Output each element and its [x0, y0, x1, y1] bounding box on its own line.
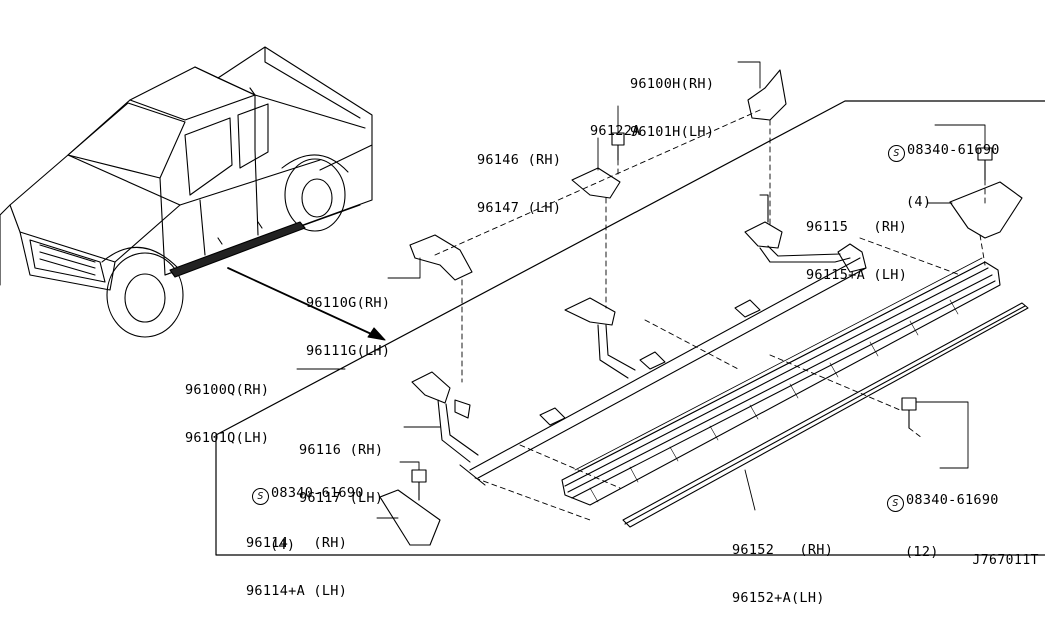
label-96114: 96114 (RH) 96114+A (LH)	[246, 503, 347, 615]
bracket-96146	[571, 167, 621, 199]
part-number-rh: 96100Q(RH)	[185, 382, 270, 398]
s-symbol-icon: S	[888, 145, 905, 162]
leader-lines	[296, 61, 986, 519]
part-number-rh: 96114 (RH)	[246, 535, 348, 551]
bracket-96110g	[409, 234, 473, 281]
label-96122a: 96122A	[590, 91, 641, 155]
bolt-top	[977, 147, 993, 181]
rear-bracket	[744, 194, 851, 263]
part-number: 08340-61690	[906, 492, 999, 508]
part-number-rh: 96116 (RH)	[299, 442, 384, 458]
s-symbol-icon: S	[887, 495, 904, 512]
label-96115: 96115 (RH) 96115+A (LH)	[806, 187, 907, 299]
bolt-right	[901, 397, 917, 429]
label-96110g: 96110G(RH) 96111G(LH)	[306, 263, 390, 375]
end-cap-96115	[949, 181, 1023, 239]
bolt-96122a	[611, 132, 625, 161]
label-96100h: 96100H(RH) 96101H(LH)	[630, 44, 714, 156]
step-board	[561, 257, 1001, 506]
part-number-rh: 96115 (RH)	[806, 219, 908, 235]
label-96100q: 96100Q(RH) 96101Q(LH)	[185, 350, 269, 462]
bracket-96100h	[747, 69, 787, 121]
quantity: (4)	[906, 194, 932, 210]
part-number-lh: 96147 (LH)	[477, 200, 562, 216]
label-96146: 96146 (RH) 96147 (LH)	[477, 120, 561, 232]
s-symbol-icon: S	[252, 488, 269, 505]
label-96152: 96152 (RH) 96152+A(LH)	[732, 510, 833, 622]
step-trim	[622, 302, 1029, 528]
part-number: 96122A	[590, 123, 641, 139]
quantity: (12)	[905, 544, 939, 560]
pointer-arrow	[227, 267, 386, 341]
label-96116: 96116 (RH) 96117 (LH)	[299, 410, 383, 522]
middle-bracket	[564, 297, 636, 379]
part-number-lh: 96114+A (LH)	[246, 583, 348, 599]
guide-lines	[418, 109, 986, 521]
assembly-frame	[215, 100, 1045, 556]
part-number-lh: 96101Q(LH)	[185, 430, 270, 446]
part-number: 08340-61690	[271, 485, 364, 501]
part-number: 08340-61690	[907, 142, 1000, 158]
part-number-lh: 96111G(LH)	[306, 343, 391, 359]
part-number-rh: 96110G(RH)	[306, 295, 391, 311]
parts-diagram	[0, 46, 1045, 556]
part-number-lh: 96152+A(LH)	[732, 590, 825, 606]
part-number-lh: 96101H(LH)	[630, 124, 715, 140]
end-cap-96114	[379, 489, 441, 546]
part-number-rh: 96100H(RH)	[630, 76, 715, 92]
mounting-rail	[459, 243, 867, 486]
part-number-rh: 96152 (RH)	[732, 542, 834, 558]
part-number-lh: 96115+A (LH)	[806, 267, 908, 283]
front-bracket	[411, 371, 479, 463]
part-number-lh: 96117 (LH)	[299, 490, 384, 506]
bolt-left	[411, 469, 427, 501]
diagram-code: J767011T	[972, 553, 1039, 568]
quantity: (4)	[270, 537, 296, 553]
part-number-rh: 96146 (RH)	[477, 152, 562, 168]
truck-illustration	[0, 46, 373, 338]
